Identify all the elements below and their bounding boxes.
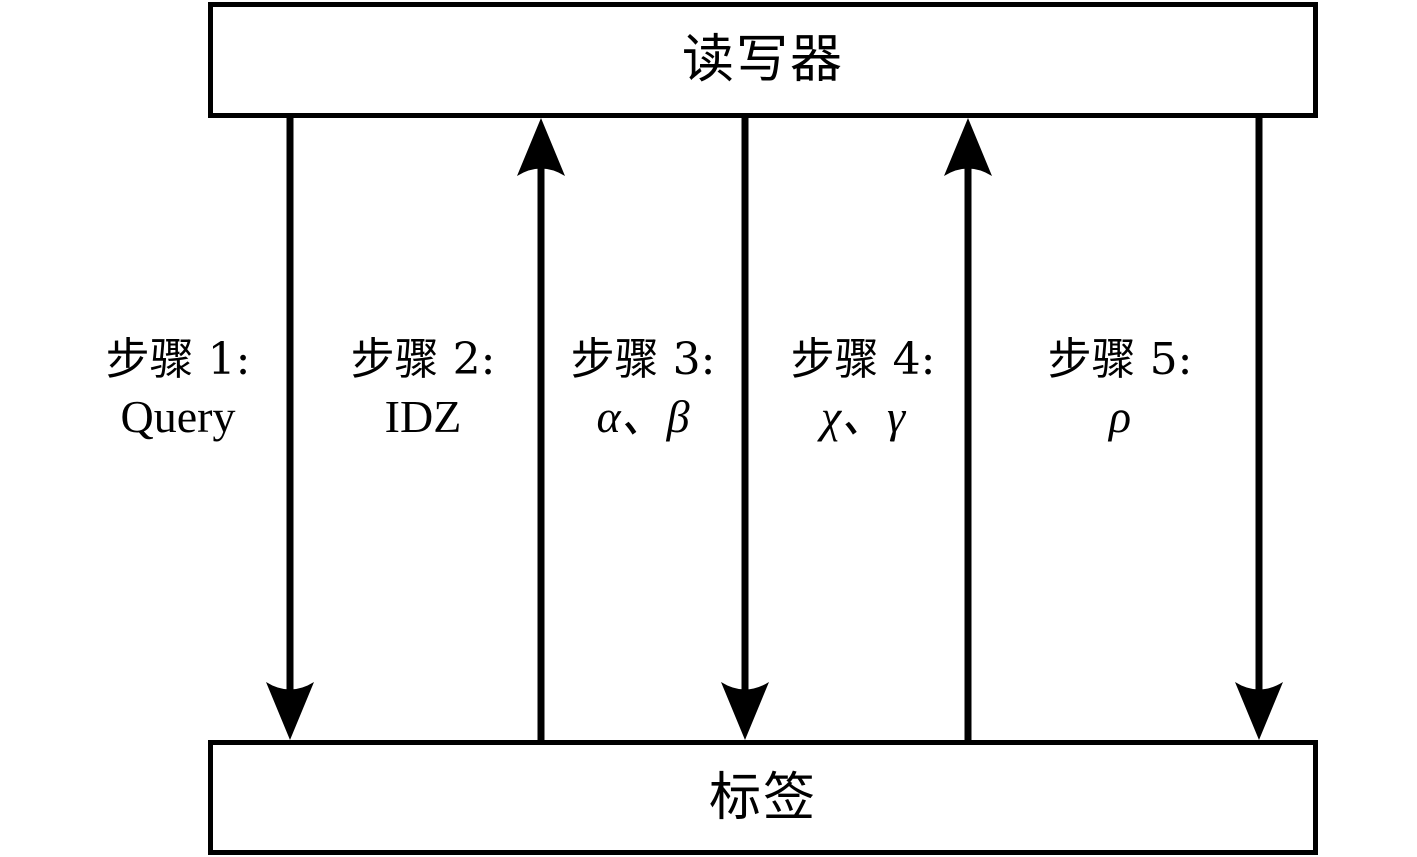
message-label-1: 步骤 1: Query [78, 338, 278, 440]
message-label-1-title: 步骤 1: [105, 334, 251, 385]
message-label-4-payload: χ、γ [820, 391, 906, 442]
message-label-3-title: 步骤 3: [570, 334, 716, 385]
reader-entity-box: 读写器 [208, 2, 1318, 118]
tag-entity-box: 标签 [208, 740, 1318, 855]
message-label-4-title: 步骤 4: [790, 334, 936, 385]
message-arrow-5 [1235, 117, 1283, 740]
reader-entity-label: 读写器 [681, 30, 844, 90]
message-label-2: 步骤 2: IDZ [318, 338, 528, 440]
message-label-4: 步骤 4: χ、γ [772, 338, 954, 440]
message-label-5: 步骤 5: ρ [1000, 338, 1240, 440]
message-label-3: 步骤 3: α、β [552, 338, 734, 440]
message-label-5-payload: ρ [1108, 391, 1132, 442]
message-label-3-payload: α、β [596, 391, 690, 442]
message-label-2-title: 步骤 2: [350, 334, 496, 385]
message-label-1-payload: Query [120, 391, 236, 442]
message-label-5-title: 步骤 5: [1047, 334, 1193, 385]
tag-entity-label: 标签 [708, 767, 817, 828]
message-label-2-payload: IDZ [384, 391, 462, 442]
